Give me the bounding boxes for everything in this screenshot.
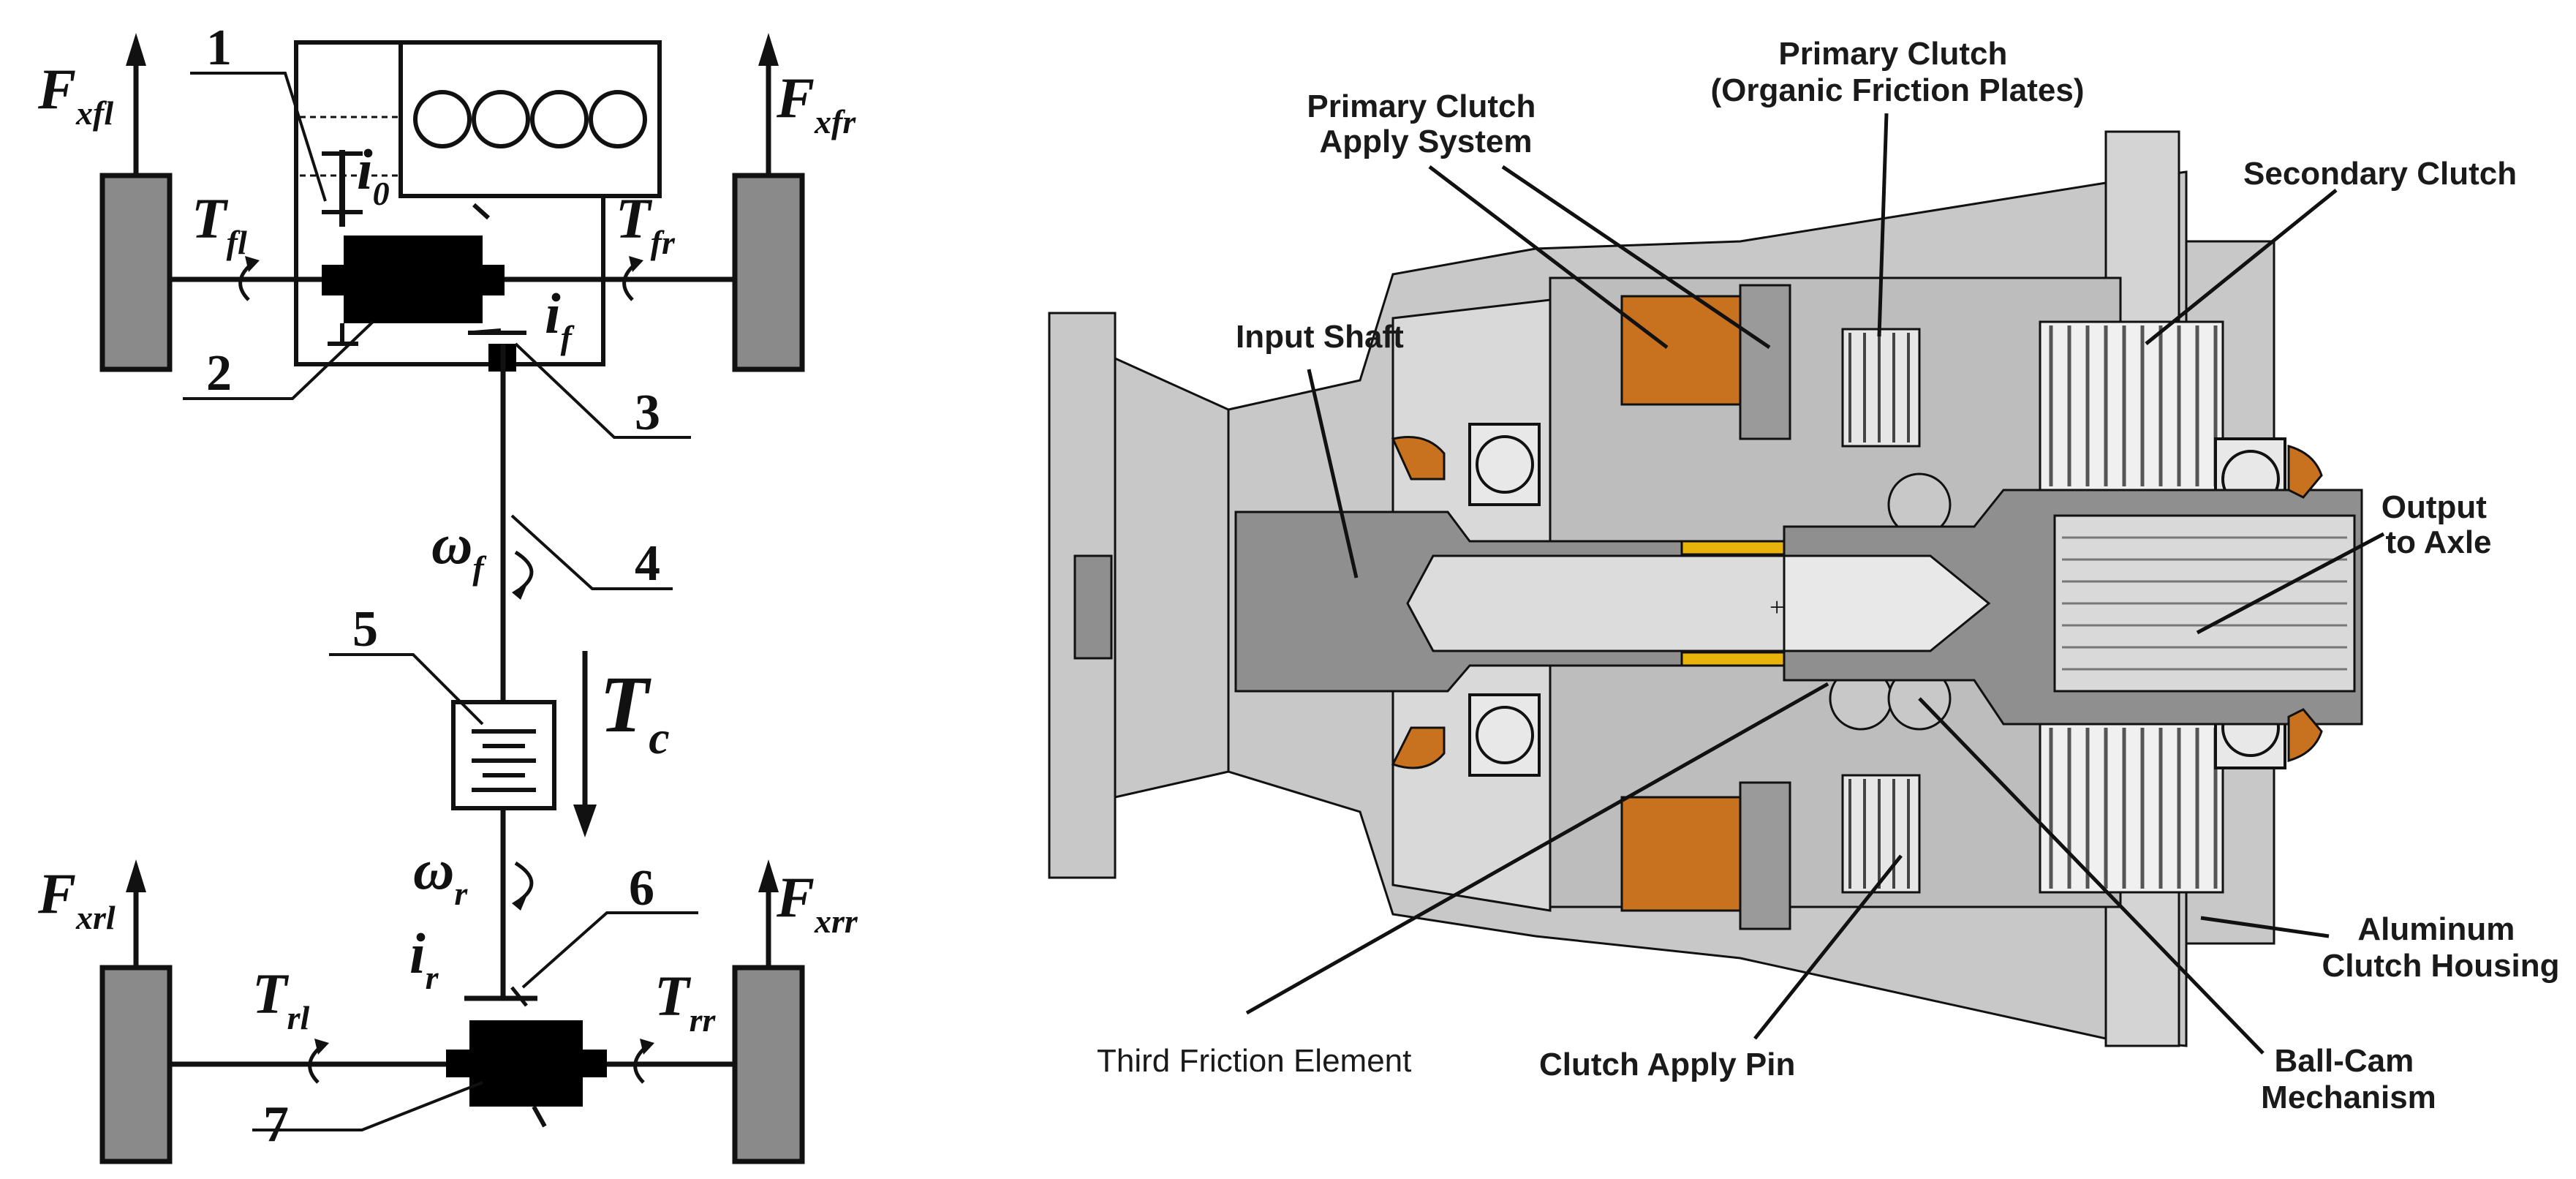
label-primary-clutch: Primary Clutch (Organic Friction Plates) (1711, 36, 2085, 108)
label-secondary-clutch: Secondary Clutch (2243, 156, 2517, 192)
drivetrain-schematic: 1 2 3 4 5 6 7 Fxfl Fxfr Fxrl Fxrr Tfl Tf… (37, 20, 858, 1164)
label-fxrr: Fxrr (776, 865, 858, 940)
cutaway-leaders (1245, 113, 2385, 1055)
label-fxfr: Fxfr (776, 66, 856, 140)
label-clutch-apply-pin: Clutch Apply Pin (1539, 1047, 1795, 1082)
center-clutch (451, 700, 556, 810)
front-right-wheel (732, 173, 805, 372)
callout-6: 6 (629, 860, 654, 916)
center-mark: + (1769, 592, 1784, 622)
primary-clutch-plates (1841, 328, 1921, 894)
callout-4: 4 (635, 535, 660, 592)
callout-1: 1 (206, 20, 232, 76)
front-differential (344, 236, 483, 323)
callout-leaders (183, 72, 698, 1131)
coil-top (1620, 295, 1742, 406)
label-ir: ir (409, 922, 439, 996)
label-trl: Trl (252, 962, 310, 1036)
callout-5: 5 (352, 601, 378, 658)
secondary-clutch-plates (2039, 320, 2224, 894)
label-third-friction-element: Third Friction Element (1097, 1043, 1411, 1079)
rear-left-wheel (99, 965, 173, 1164)
label-output-to-axle: Output to Axle (2382, 489, 2496, 560)
label-primary-clutch-apply: Primary Clutch Apply System (1307, 88, 1544, 159)
label-trr: Trr (654, 964, 717, 1039)
callout-7: 7 (263, 1096, 289, 1153)
rear-differential (469, 1020, 583, 1107)
label-tfl: Tfl (192, 187, 247, 261)
label-fxrl: Fxrl (37, 862, 116, 936)
callout-3: 3 (635, 385, 660, 441)
coil-bottom (1620, 796, 1742, 912)
label-wf: ωf (431, 512, 487, 587)
label-i0: i0 (357, 138, 390, 212)
label-tfr: Tfr (616, 187, 676, 261)
label-input-shaft: Input Shaft (1236, 319, 1404, 355)
label-aluminum-housing: Aluminum Clutch Housing (2322, 911, 2559, 984)
rear-right-wheel (732, 965, 805, 1164)
label-ball-cam-mechanism: Ball-Cam Mechanism (2261, 1043, 2436, 1115)
label-tc: Tc (600, 660, 670, 764)
callout-2: 2 (206, 345, 232, 402)
label-wr: ωr (413, 837, 468, 912)
label-fxfl: Fxfl (37, 57, 113, 132)
label-if: if (545, 282, 575, 356)
clutch-cutaway: + (1048, 130, 2363, 1047)
front-left-wheel (99, 173, 173, 372)
engine-cylinders (413, 90, 647, 148)
engine-block (399, 40, 662, 198)
